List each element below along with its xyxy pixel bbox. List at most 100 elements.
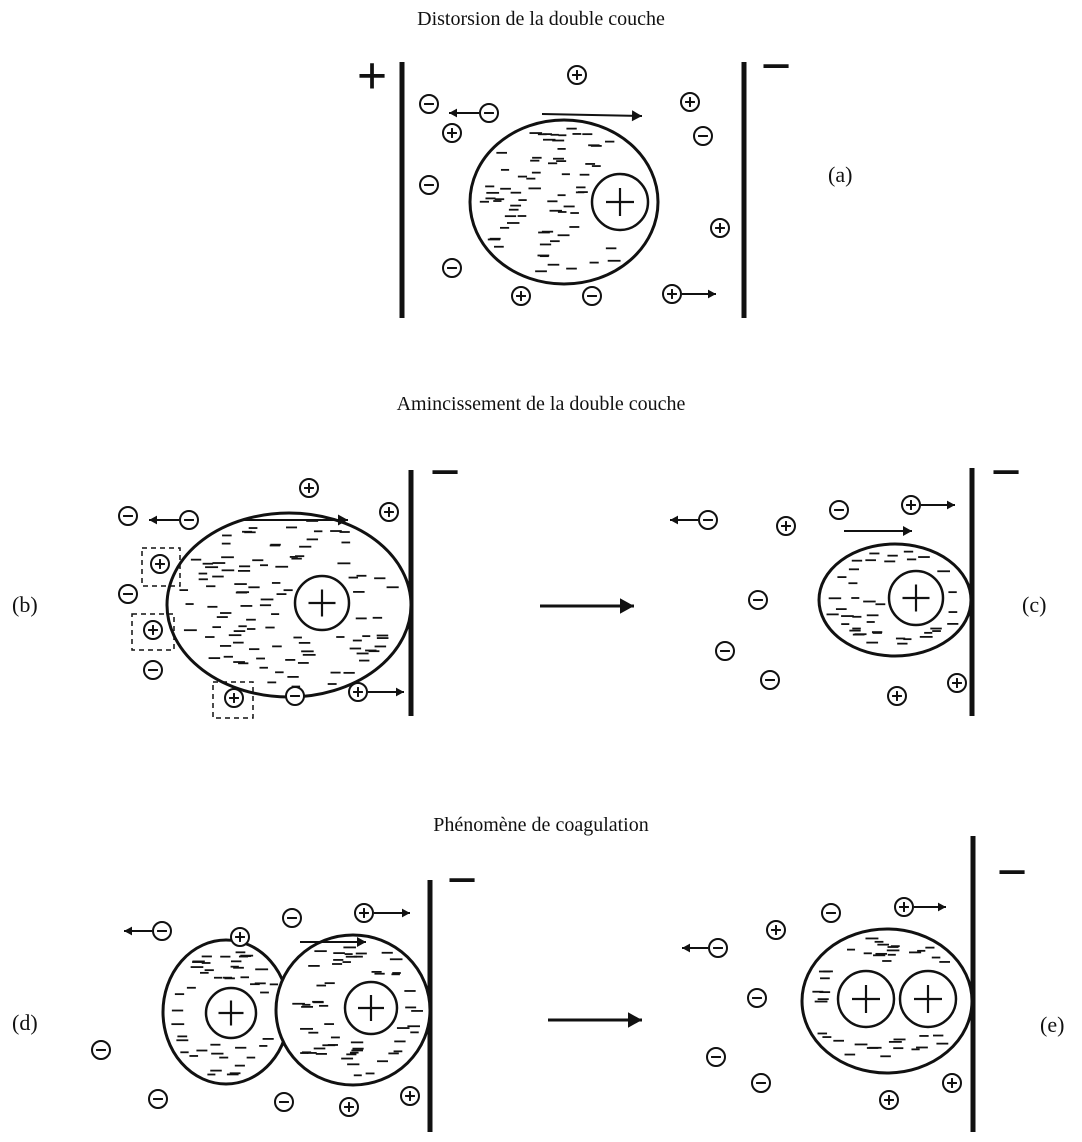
motion-arrow: [541, 110, 643, 122]
panel-label-d: (d): [12, 1010, 38, 1035]
panel-label-e: (e): [1040, 1012, 1065, 1037]
anion-ion: [715, 641, 735, 661]
motion-arrow: [540, 598, 634, 614]
double-layer-outline: [165, 511, 413, 699]
electrode-d-sign: −: [447, 850, 478, 910]
panels-b-c: −−: [118, 442, 1022, 719]
cation-ion: [947, 673, 967, 693]
anion-ion: [760, 670, 780, 690]
cation-ion: [879, 1090, 899, 1110]
anion-ion: [419, 175, 439, 195]
motion-arrow: [244, 514, 348, 526]
stripped-ion-box: [131, 613, 175, 651]
stripped-ion-box: [141, 547, 181, 587]
motion-arrow: [149, 515, 179, 525]
anion-ion: [143, 660, 163, 680]
anion-ion: [419, 94, 439, 114]
title-coagulation: Phénomène de coagulation: [433, 814, 649, 836]
motion-arrow: [449, 108, 479, 118]
electrode-b-sign: −: [430, 442, 461, 502]
motion-arrow: [682, 289, 716, 299]
cation-ion: [710, 218, 730, 238]
anion-ion: [751, 1073, 771, 1093]
cation-ion: [150, 554, 170, 574]
cation-ion: [766, 920, 786, 940]
panels-d-e: −−: [91, 836, 1028, 1132]
anion-ion: [821, 903, 841, 923]
anion-ion: [91, 1040, 111, 1060]
cation-ion: [887, 686, 907, 706]
cation-ion: [942, 1073, 962, 1093]
anion-ion: [708, 938, 728, 958]
anion-ion: [118, 584, 138, 604]
particle-core: [898, 969, 958, 1029]
particle-core: [590, 172, 650, 232]
anode-sign: +: [357, 46, 388, 106]
panel-label-b: (b): [12, 592, 38, 617]
double-layer-charges: [179, 520, 399, 688]
title-distortion: Distorsion de la double couche: [417, 8, 665, 30]
motion-arrow: [300, 937, 366, 947]
cation-ion: [680, 92, 700, 112]
anion-ion: [582, 286, 602, 306]
title-thinning: Amincissement de la double couche: [396, 393, 686, 415]
double-layer-charges: [812, 937, 951, 1058]
anion-ion: [829, 500, 849, 520]
anion-ion: [706, 1047, 726, 1067]
anion-ion: [179, 510, 199, 530]
anion-ion: [748, 590, 768, 610]
particle-core: [836, 969, 896, 1029]
anion-ion: [118, 506, 138, 526]
particle-core: [887, 569, 945, 627]
motion-arrow: [124, 926, 152, 936]
double-layer-charges: [292, 946, 423, 1077]
cation-ion: [511, 286, 531, 306]
anion-ion: [442, 258, 462, 278]
panel-label-c: (c): [1022, 592, 1047, 617]
electrode-c-sign: −: [991, 442, 1022, 502]
anion-ion: [747, 988, 767, 1008]
anion-ion: [285, 686, 305, 706]
anion-ion: [152, 921, 172, 941]
motion-arrow: [368, 687, 404, 697]
motion-arrow: [914, 902, 946, 912]
electrode-e-sign: −: [997, 842, 1028, 902]
cation-ion: [567, 65, 587, 85]
anion-ion: [274, 1092, 294, 1112]
motion-arrow: [921, 500, 955, 510]
particle-a: [468, 118, 660, 286]
cation-ion: [143, 620, 163, 640]
cation-ion: [379, 502, 399, 522]
anion-ion: [698, 510, 718, 530]
cation-ion: [339, 1097, 359, 1117]
motion-arrow: [670, 515, 698, 525]
cation-ion: [348, 682, 368, 702]
particle-c: [817, 542, 973, 658]
panel-a: +−: [357, 36, 792, 318]
anion-ion: [282, 908, 302, 928]
motion-arrow: [374, 908, 410, 918]
particle-b: [165, 511, 413, 699]
cathode-sign: −: [761, 36, 792, 96]
stripped-ion-box: [212, 681, 254, 719]
cation-ion: [224, 688, 244, 708]
cation-ion: [901, 495, 921, 515]
cation-ion: [662, 284, 682, 304]
particle-e: [800, 927, 974, 1075]
particle-core: [204, 986, 258, 1040]
double-layer-charges: [171, 951, 279, 1076]
double-layer-charges: [826, 550, 959, 645]
panel-label-a: (a): [828, 162, 853, 187]
cation-ion: [442, 123, 462, 143]
anion-ion: [693, 126, 713, 146]
cation-ion: [894, 897, 914, 917]
cation-ion: [230, 927, 250, 947]
motion-arrow: [682, 943, 708, 953]
particle-core: [293, 574, 351, 632]
particle-d-left: [161, 938, 291, 1086]
motion-arrow: [548, 1012, 642, 1028]
double-layer-charges: [479, 127, 621, 273]
motion-arrow: [844, 526, 912, 536]
